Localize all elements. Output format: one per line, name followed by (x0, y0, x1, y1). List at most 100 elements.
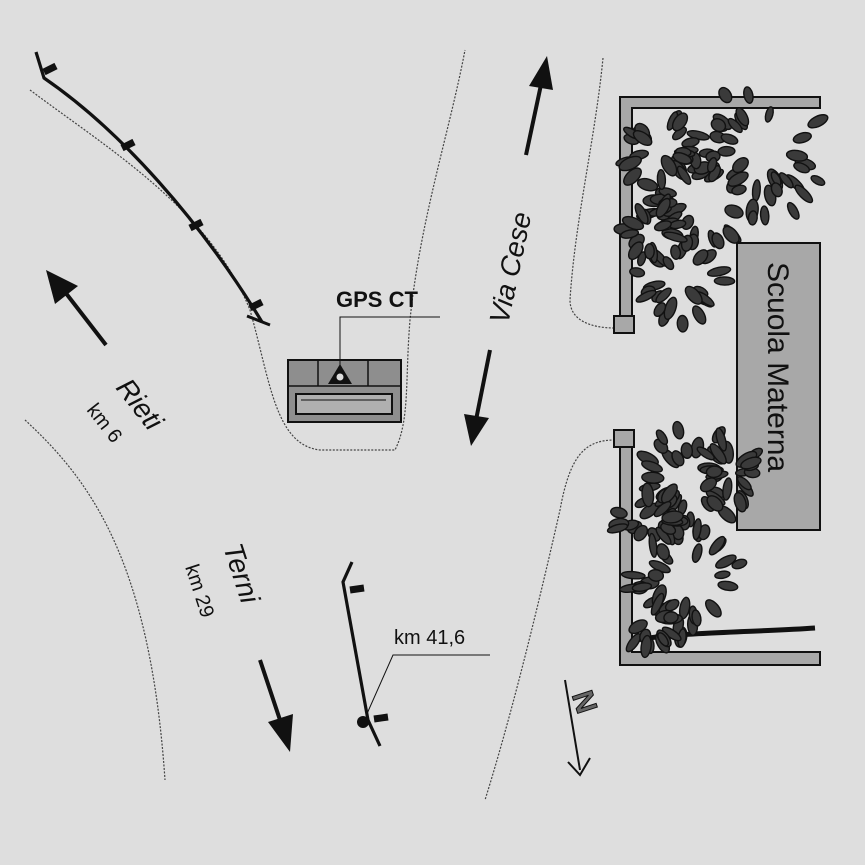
leaf-icon (731, 558, 748, 570)
leaf-icon (610, 506, 628, 519)
leaf-icon (653, 500, 672, 518)
terni-label: Terni (217, 539, 266, 608)
leaf-icon (656, 169, 667, 190)
leaf-icon (664, 598, 680, 612)
leaf-icon (717, 580, 739, 592)
road-edge-lower-left (24, 419, 166, 781)
north-label: N (565, 687, 603, 718)
via-cese-up-arrow-icon (524, 56, 553, 156)
leaf-icon (660, 483, 678, 504)
leaf-icon (735, 107, 750, 127)
leaf-icon (759, 205, 770, 226)
leaf-icon (785, 149, 809, 162)
guard-rail-lower (341, 561, 389, 747)
leaf-icon (640, 634, 652, 659)
leaf-icon (722, 225, 740, 244)
gps-station (287, 359, 402, 423)
leaf-icon (632, 130, 653, 146)
leaf-icon (722, 477, 733, 501)
leaf-icon (627, 241, 644, 261)
rieti-distance: km 6 (82, 400, 126, 448)
leaf-icon (778, 172, 794, 189)
leaf-icon (691, 609, 702, 627)
leaf-icon (711, 232, 725, 250)
leaf-icon (706, 495, 724, 512)
leaf-icon (786, 201, 800, 220)
leaf-icon (708, 535, 726, 556)
via-cese-down-arrow-icon (464, 349, 492, 446)
leaf-icon (764, 106, 774, 123)
school-building (613, 96, 821, 666)
leaf-icon (720, 133, 739, 145)
leaf-icon (727, 171, 749, 187)
via-cese-label: Via Cese (484, 209, 538, 326)
guard-rail-upper (34, 51, 271, 327)
leaf-icon (655, 197, 671, 218)
tree-icon (606, 86, 829, 659)
leaf-icon (629, 267, 646, 278)
leaf-icon (641, 482, 655, 508)
leaf-icon (736, 476, 752, 491)
leaf-icon (623, 167, 642, 186)
leaf-icon (620, 229, 640, 239)
km-leader-line (365, 654, 490, 717)
leaf-icon (692, 305, 707, 325)
leaf-icon (676, 165, 692, 185)
leaf-icon (660, 154, 678, 177)
leaf-icon (656, 543, 670, 561)
leaf-icon (704, 599, 722, 618)
leaf-icon (732, 157, 749, 174)
leaf-icon (633, 524, 649, 542)
leaf-icon (718, 86, 733, 104)
rieti-arrow-icon (46, 270, 108, 347)
gps-label: GPS CT (336, 287, 418, 312)
leaf-icon (650, 592, 665, 616)
leaf-icon (635, 289, 657, 303)
km-marker-label: km 41,6 (394, 627, 465, 649)
leaf-icon (710, 117, 727, 133)
gps-leader-line (339, 316, 440, 368)
leaf-icon (715, 427, 728, 452)
leaf-icon (676, 314, 689, 333)
leaf-icon (606, 523, 629, 534)
leaf-icon (653, 302, 667, 318)
leaf-icon (636, 177, 659, 192)
leaf-icon (647, 568, 665, 582)
leaf-icon (641, 471, 665, 484)
leaf-icon (631, 582, 653, 592)
leaf-icon (706, 266, 732, 277)
terni-arrow-icon (258, 659, 293, 752)
leaf-icon (692, 249, 709, 266)
leaf-icon (696, 446, 715, 461)
leaf-icon (662, 256, 675, 271)
road-edge-right-lower (484, 439, 616, 801)
terni-distance: km 29 (180, 562, 218, 621)
leaf-icon (793, 161, 811, 174)
leaf-icon (671, 112, 689, 132)
leaf-icon (733, 491, 747, 513)
school-label: Scuola Materna (761, 262, 794, 472)
leaf-icon (663, 611, 679, 624)
leaf-icon (709, 443, 727, 465)
leaf-icon (743, 86, 754, 104)
leaf-icon (706, 156, 718, 173)
leaf-icon (655, 429, 669, 446)
leaf-icon (620, 570, 646, 580)
leaf-icon (663, 231, 688, 243)
leaf-icon (644, 243, 655, 260)
leaf-icon (792, 131, 812, 144)
leaf-icon (671, 450, 685, 467)
leaf-icon (672, 152, 692, 165)
leaf-icon (770, 182, 783, 198)
leaf-icon (717, 145, 736, 157)
leaf-icon (641, 460, 663, 473)
gps-marker-icon (328, 364, 352, 384)
leaf-icon (807, 114, 829, 129)
leaf-icon (634, 202, 649, 225)
leaf-icon (794, 184, 814, 204)
leaf-icon (653, 220, 672, 232)
leaf-icon (705, 465, 723, 479)
leaf-icon (713, 276, 736, 286)
